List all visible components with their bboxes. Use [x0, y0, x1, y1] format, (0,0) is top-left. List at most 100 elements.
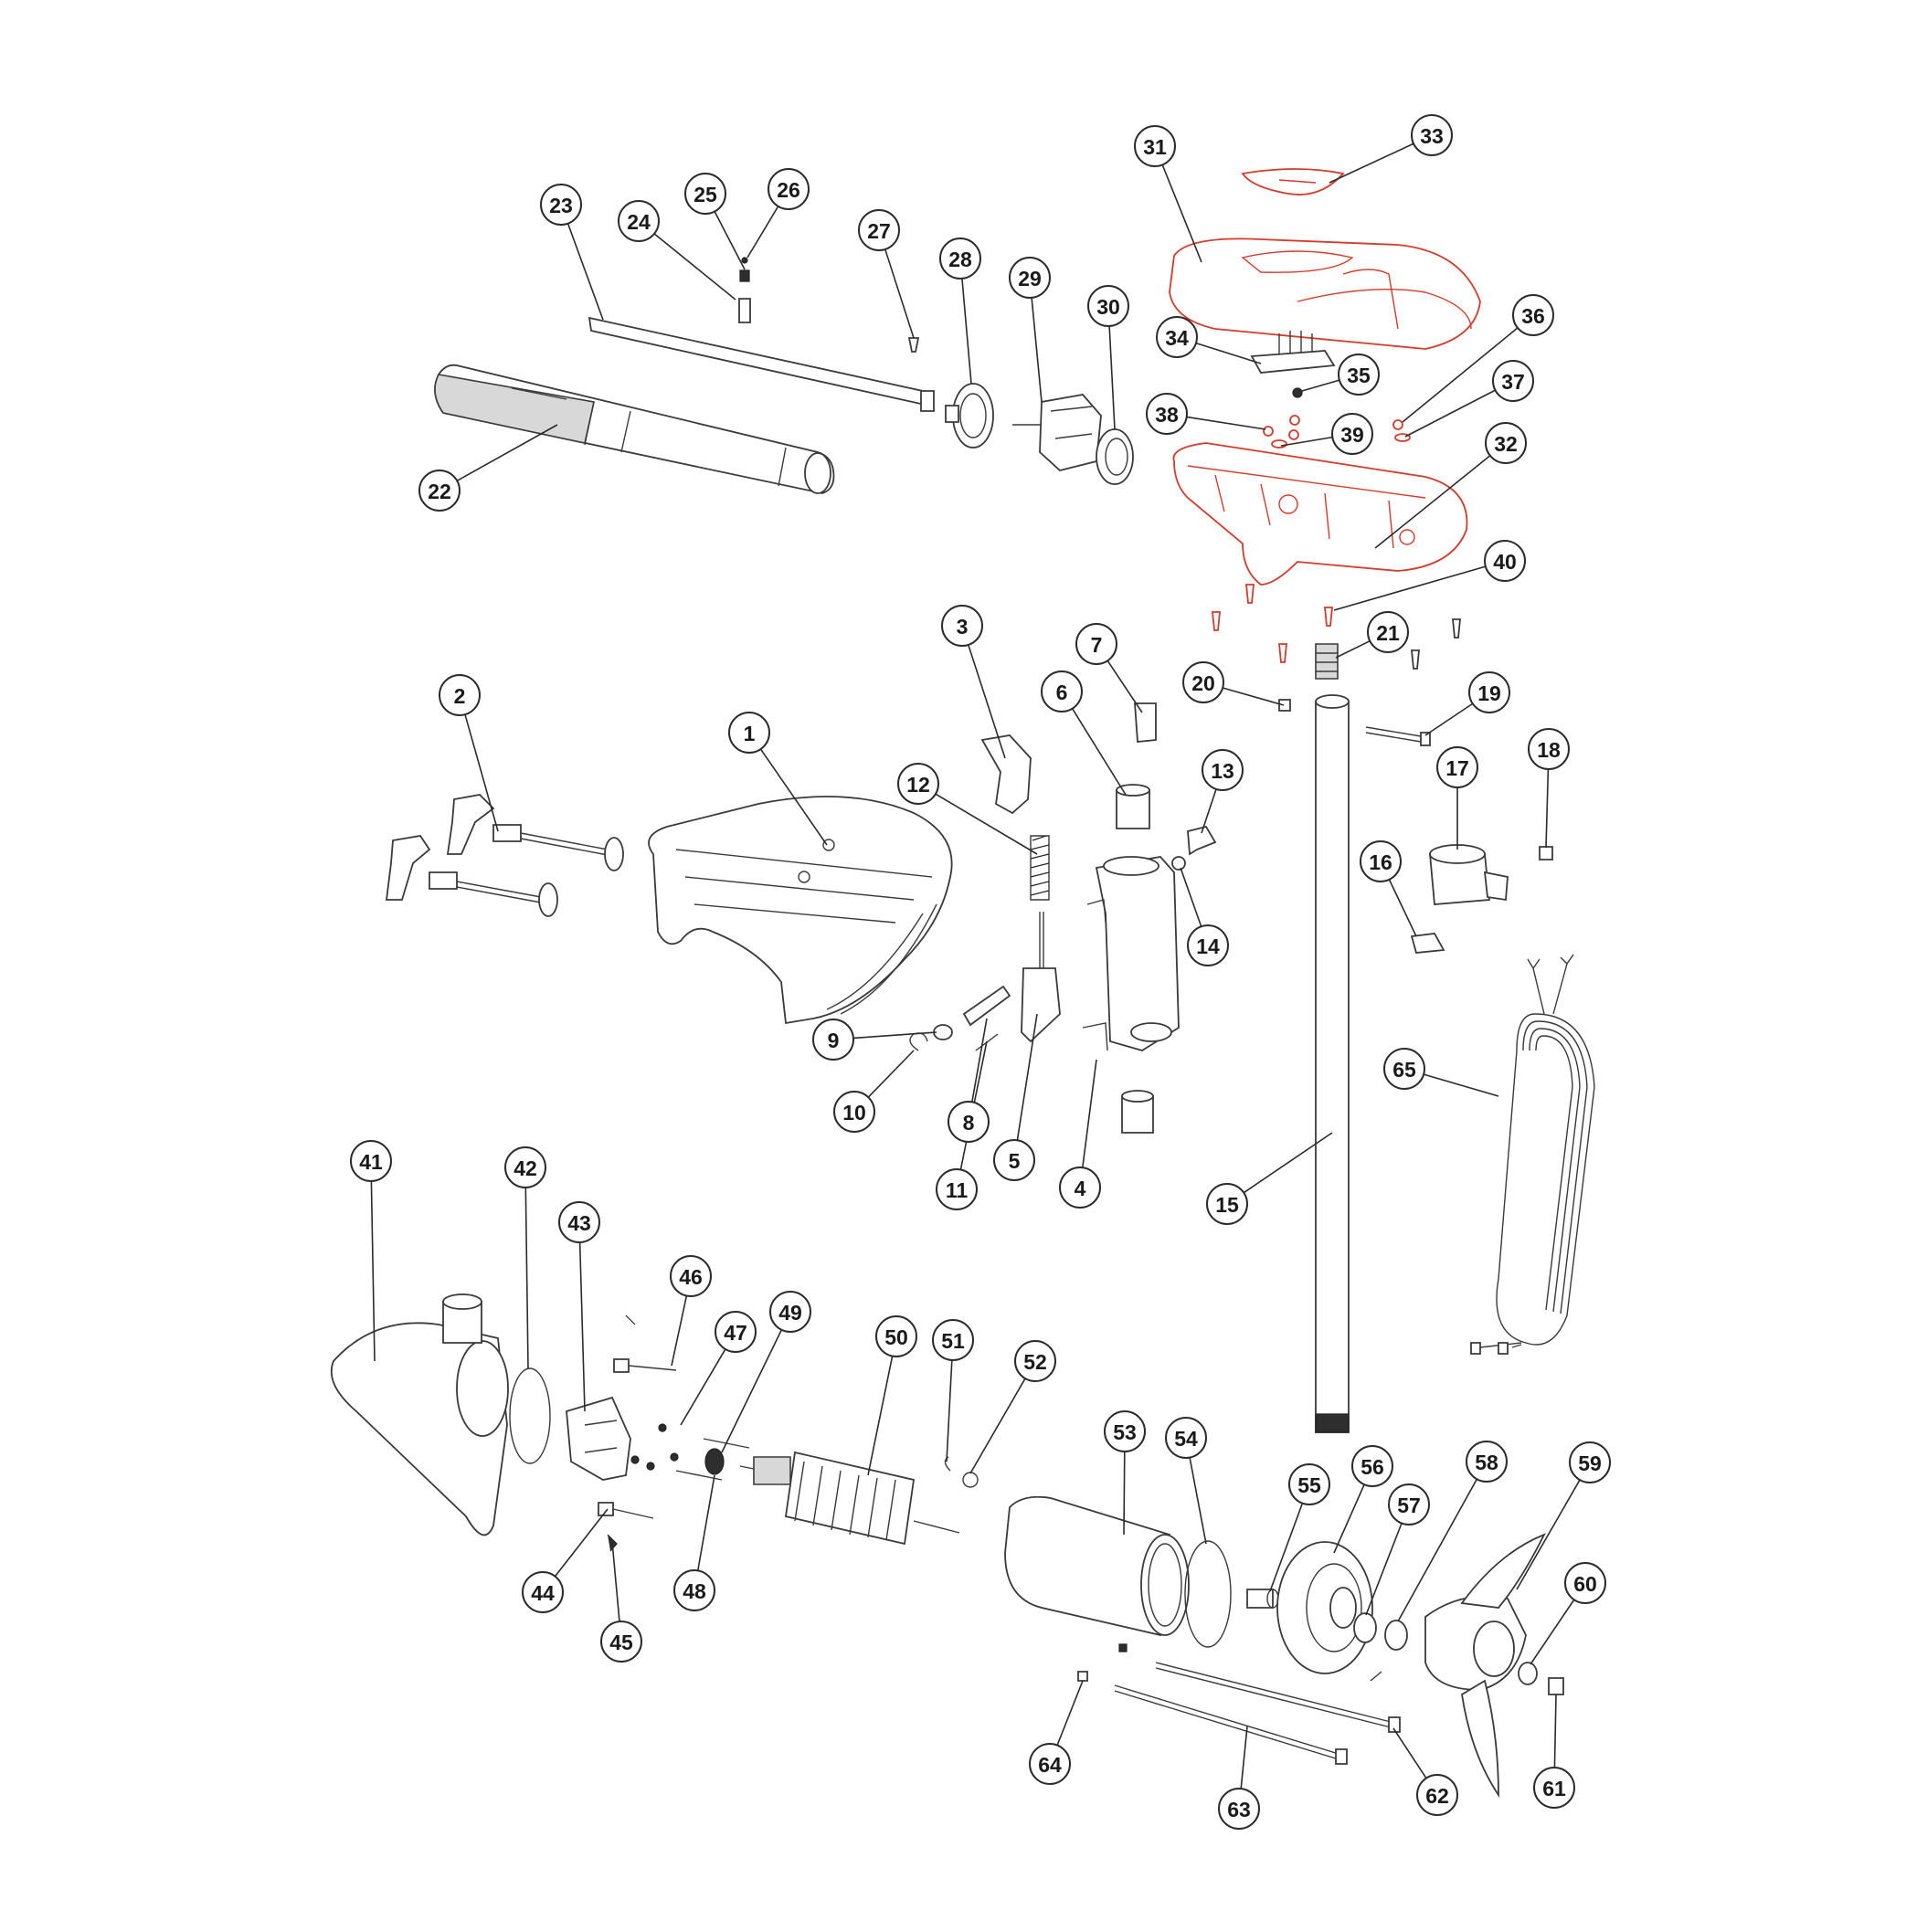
nut-part	[1549, 1678, 1563, 1694]
callout-number: 16	[1369, 850, 1392, 874]
callout-circle	[897, 763, 939, 805]
callout-number: 63	[1227, 1798, 1251, 1821]
callout-15: 15	[1206, 1183, 1248, 1225]
callout-2: 2	[439, 674, 481, 716]
callout-circle	[993, 1139, 1035, 1181]
leader-line-14	[1180, 867, 1202, 927]
leader-line-22	[456, 424, 558, 481]
callout-36: 36	[1512, 294, 1554, 336]
leader-line-28	[961, 278, 972, 385]
callout-bubbles: 1234567891011121314151617181920212223242…	[350, 114, 1611, 1830]
callout-number: 62	[1425, 1784, 1449, 1808]
callout-46: 46	[670, 1255, 712, 1297]
pin-part	[1371, 1672, 1382, 1681]
brush-part	[598, 1503, 613, 1515]
callout-number: 49	[778, 1301, 802, 1325]
callout-number: 28	[948, 248, 972, 271]
leader-line-65	[1423, 1073, 1499, 1097]
callout-number: 59	[1578, 1452, 1602, 1475]
circuit-board-part	[1252, 331, 1334, 373]
callout-circle	[1564, 1562, 1606, 1604]
screw-part	[1264, 427, 1273, 436]
callout-8: 8	[948, 1101, 990, 1143]
callout-circle	[1288, 1463, 1330, 1505]
washer-part	[963, 1473, 978, 1487]
callout-circle	[1206, 1183, 1248, 1225]
screw-part	[1325, 607, 1332, 626]
callout-63: 63	[1218, 1788, 1260, 1830]
callout-number: 58	[1475, 1451, 1498, 1474]
callout-number: 24	[627, 210, 651, 234]
leader-line-8	[971, 1018, 988, 1103]
motor-housing-part	[1005, 1497, 1189, 1635]
callout-6: 6	[1041, 670, 1083, 713]
clip-part	[945, 1457, 950, 1471]
leader-line-20	[1222, 687, 1285, 706]
keypad-label-part	[1243, 169, 1343, 195]
washer-part	[671, 1453, 678, 1461]
callout-47: 47	[715, 1311, 757, 1353]
leader-line-10	[867, 1050, 915, 1098]
e-clip-part	[910, 1033, 927, 1050]
callout-circle	[600, 1621, 642, 1663]
callout-circle	[1492, 360, 1534, 402]
washer-part	[1272, 440, 1286, 448]
callout-circle	[1014, 1340, 1056, 1382]
leader-line-51	[946, 1359, 953, 1462]
leader-line-5	[1016, 1013, 1038, 1141]
leader-line-57	[1365, 1523, 1403, 1616]
callout-number: 36	[1521, 304, 1545, 328]
callout-18: 18	[1528, 728, 1570, 770]
callout-number: 15	[1215, 1193, 1239, 1217]
brush-wire-part	[613, 1509, 653, 1518]
screw-part	[1293, 388, 1302, 397]
callout-40: 40	[1484, 540, 1526, 582]
callout-number: 37	[1501, 370, 1525, 394]
callout-38: 38	[1146, 393, 1188, 435]
callout-circle	[350, 1140, 392, 1182]
callout-number: 44	[531, 1581, 555, 1605]
disc-part	[946, 384, 993, 448]
callout-number: 26	[777, 178, 800, 202]
callout-13: 13	[1202, 749, 1244, 791]
callout-44: 44	[522, 1571, 564, 1613]
callout-3: 3	[941, 605, 983, 647]
callout-circle	[728, 712, 770, 754]
callout-circle	[858, 209, 900, 251]
callout-circle	[1485, 422, 1527, 464]
callout-circle	[939, 238, 981, 280]
screw-part	[1279, 644, 1286, 662]
callout-number: 29	[1018, 267, 1042, 290]
callout-circle	[875, 1315, 917, 1357]
callout-50: 50	[875, 1315, 917, 1357]
screw-part	[1290, 416, 1299, 425]
callout-62: 62	[1416, 1774, 1458, 1816]
leader-line-6	[1071, 708, 1127, 796]
leader-line-29	[1031, 297, 1043, 403]
callout-circle	[768, 168, 810, 210]
spring-pin-part	[740, 270, 749, 281]
callout-41: 41	[350, 1140, 392, 1182]
washer-part	[647, 1462, 654, 1470]
leader-line-30	[1108, 325, 1116, 430]
handle-part	[435, 365, 834, 493]
callout-55: 55	[1288, 1463, 1330, 1505]
callout-number: 52	[1023, 1350, 1047, 1374]
pin-part	[964, 987, 1010, 1025]
lever-part	[1412, 934, 1444, 953]
callout-circle	[1087, 285, 1129, 327]
callout-39: 39	[1331, 413, 1373, 455]
callout-48: 48	[673, 1569, 715, 1611]
shaft-part	[1316, 695, 1349, 1432]
callout-circle	[1436, 746, 1478, 788]
callout-number: 21	[1376, 621, 1400, 645]
callout-circle	[1104, 1410, 1146, 1452]
callout-circle	[812, 1019, 854, 1061]
callout-circle	[936, 1168, 978, 1210]
callout-circle	[1383, 1048, 1425, 1090]
leader-line-64	[1056, 1680, 1084, 1746]
callout-number: 13	[1211, 759, 1234, 783]
callout-56: 56	[1351, 1445, 1393, 1487]
callout-number: 14	[1196, 934, 1220, 958]
callout-number: 42	[514, 1156, 537, 1180]
